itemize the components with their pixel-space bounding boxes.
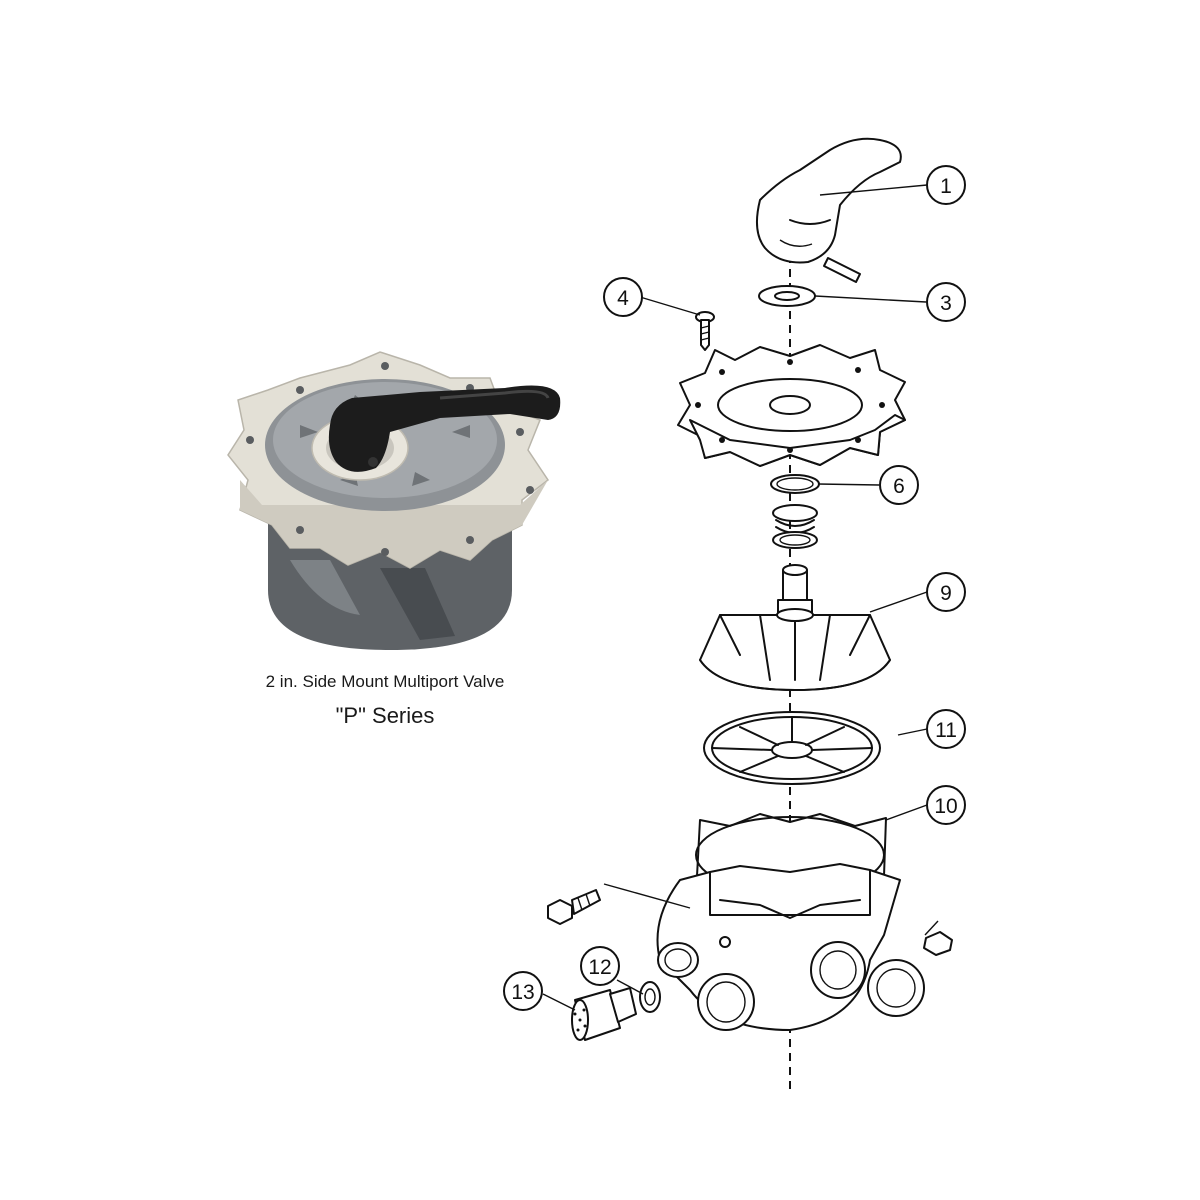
callout-6-label: 6 — [893, 475, 905, 498]
callout-4: 4 — [603, 277, 643, 317]
part-screw — [695, 311, 715, 351]
callout-9-label: 9 — [940, 582, 952, 605]
callout-13-label: 13 — [511, 981, 534, 1004]
callout-11: 11 — [926, 709, 966, 749]
callout-1-label: 1 — [940, 175, 952, 198]
callout-6: 6 — [879, 465, 919, 505]
part-washer — [758, 285, 816, 307]
part-spring — [772, 504, 818, 549]
handle-pin — [368, 457, 378, 467]
callout-10: 10 — [926, 785, 966, 825]
o-ring-inner — [776, 477, 814, 491]
callout-13: 13 — [503, 971, 543, 1011]
callout-11-label: 11 — [935, 719, 957, 742]
handle-highlight — [439, 389, 550, 400]
part-handle — [755, 137, 902, 283]
body-shadow — [380, 568, 455, 640]
part-small-washer — [639, 981, 661, 1013]
callout-4-label: 4 — [617, 287, 629, 310]
part-nut — [923, 931, 953, 956]
part-valve-body — [656, 863, 925, 1031]
callout-12-label: 12 — [588, 956, 611, 979]
part-drain-cap — [571, 987, 637, 1041]
flange-edge — [240, 480, 548, 568]
callout-9: 9 — [926, 572, 966, 612]
part-rotor — [699, 564, 891, 691]
body-highlight — [290, 560, 360, 615]
part-gasket — [703, 711, 881, 785]
leader-lines — [542, 184, 939, 1011]
callout-1: 1 — [926, 165, 966, 205]
callout-10-label: 10 — [934, 795, 957, 818]
product-series-caption: "P" Series — [335, 703, 435, 728]
part-bolt — [547, 889, 601, 925]
product-caption: 2 in. Side Mount Multiport Valve — [265, 672, 505, 691]
part-cover-plate — [677, 344, 906, 467]
callout-12: 12 — [580, 946, 620, 986]
callout-3-label: 3 — [940, 292, 952, 315]
valve-handle — [328, 385, 561, 472]
callout-3: 3 — [926, 282, 966, 322]
